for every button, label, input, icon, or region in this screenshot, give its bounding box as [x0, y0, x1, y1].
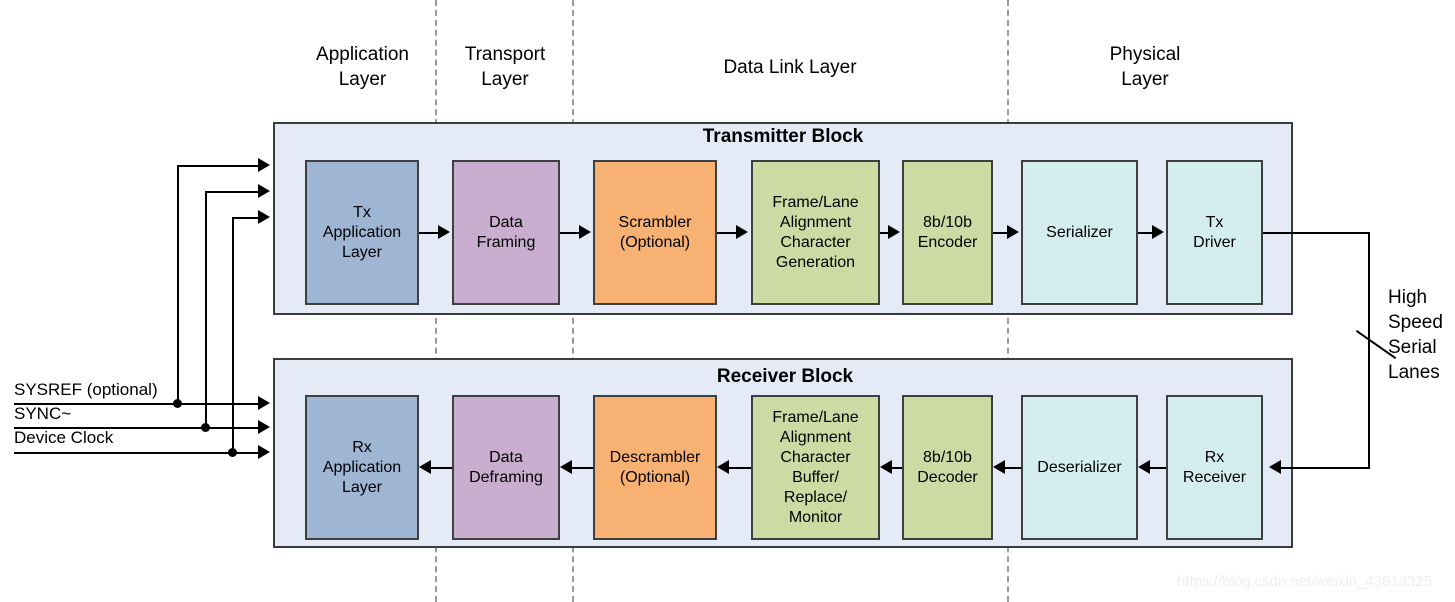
block-rx-receiver[interactable]: Rx Receiver — [1166, 395, 1263, 540]
rx-connector-3 — [729, 467, 751, 469]
rx-connector-2 — [572, 467, 593, 469]
sysref-riser — [177, 165, 179, 404]
block-data-deframing[interactable]: Data Deframing — [452, 395, 560, 540]
receiver-block-title: Receiver Block — [716, 366, 854, 387]
signal-label-sync: SYNC~ — [14, 404, 72, 423]
high-speed-serial-lanes-label: High Speed Serial Lanes — [1388, 287, 1443, 383]
tx-connector-3 — [717, 232, 738, 234]
layer-caption-application: Application Layer — [316, 44, 409, 90]
device-clock-underline — [14, 452, 233, 454]
block-frame-lane-alignment-buffer[interactable]: Frame/Lane Alignment Character Buffer/ R… — [751, 395, 880, 540]
rx-arrow-1 — [419, 460, 431, 474]
device-clock-riser — [232, 217, 234, 453]
device-clock-arrow-rx — [258, 445, 270, 459]
layer-caption-physical: Physical Layer — [1109, 44, 1181, 90]
rx-connector-6 — [1150, 467, 1166, 469]
sync-arrow-rx — [258, 420, 270, 434]
signal-label-sysref: SYSREF (optional) — [14, 380, 158, 399]
hs-loop-arrow — [1269, 460, 1281, 474]
tx-arrow-3 — [736, 225, 748, 239]
block-8b10b-encoder[interactable]: 8b/10b Encoder — [902, 160, 993, 305]
tx-connector-1 — [419, 232, 440, 234]
block-descrambler[interactable]: Descrambler (Optional) — [593, 395, 717, 540]
rx-arrow-2 — [560, 460, 572, 474]
transmitter-block-title: Transmitter Block — [702, 126, 864, 147]
sysref-arrow-tx — [258, 158, 270, 172]
sysref-underline — [14, 403, 178, 405]
device-clock-arrow-tx — [258, 210, 270, 224]
device-clock-junction-dot — [228, 448, 237, 457]
watermark: https://blog.csdn.net/weixin_43813325 — [1177, 573, 1433, 590]
tx-connector-2 — [560, 232, 581, 234]
rx-arrow-6 — [1138, 460, 1150, 474]
tx-arrow-5 — [1007, 225, 1019, 239]
sysref-line-to-tx — [177, 165, 260, 167]
block-tx-driver[interactable]: Tx Driver — [1166, 160, 1263, 305]
layer-caption-transport: Transport Layer — [464, 44, 546, 90]
rx-connector-5 — [1005, 467, 1021, 469]
sync-riser — [205, 191, 207, 428]
block-tx-application-layer[interactable]: Tx Application Layer — [305, 160, 419, 305]
layer-caption-data-link: Data Link Layer — [723, 57, 857, 78]
sysref-line-to-rx — [178, 403, 260, 405]
block-rx-application-layer[interactable]: Rx Application Layer — [305, 395, 419, 540]
rx-arrow-3 — [717, 460, 729, 474]
hs-loop-right — [1368, 232, 1370, 467]
tx-connector-4 — [880, 232, 890, 234]
hs-loop-bottom — [1281, 467, 1370, 469]
tx-connector-6 — [1138, 232, 1152, 234]
signal-label-device-clock: Device Clock — [14, 428, 114, 447]
sync-junction-dot — [201, 423, 210, 432]
tx-arrow-1 — [438, 225, 450, 239]
device-clock-line-to-rx — [233, 452, 260, 454]
rx-connector-4 — [892, 467, 902, 469]
rx-arrow-5 — [993, 460, 1005, 474]
sync-arrow-tx — [258, 184, 270, 198]
tx-arrow-4 — [888, 225, 900, 239]
block-deserializer[interactable]: Deserializer — [1021, 395, 1138, 540]
sysref-arrow-rx — [258, 396, 270, 410]
rx-connector-1 — [431, 467, 452, 469]
sysref-junction-dot — [173, 399, 182, 408]
device-clock-line-to-tx — [232, 217, 260, 219]
sync-line-to-tx — [205, 191, 260, 193]
tx-arrow-6 — [1152, 225, 1164, 239]
sync-underline — [14, 427, 206, 429]
tx-arrow-2 — [579, 225, 591, 239]
block-serializer[interactable]: Serializer — [1021, 160, 1138, 305]
block-scrambler[interactable]: Scrambler (Optional) — [593, 160, 717, 305]
block-8b10b-decoder[interactable]: 8b/10b Decoder — [902, 395, 993, 540]
tx-connector-5 — [993, 232, 1007, 234]
hs-loop-top — [1263, 232, 1370, 234]
block-data-framing[interactable]: Data Framing — [452, 160, 560, 305]
block-frame-lane-alignment-generation[interactable]: Frame/Lane Alignment Character Generatio… — [751, 160, 880, 305]
rx-arrow-4 — [880, 460, 892, 474]
